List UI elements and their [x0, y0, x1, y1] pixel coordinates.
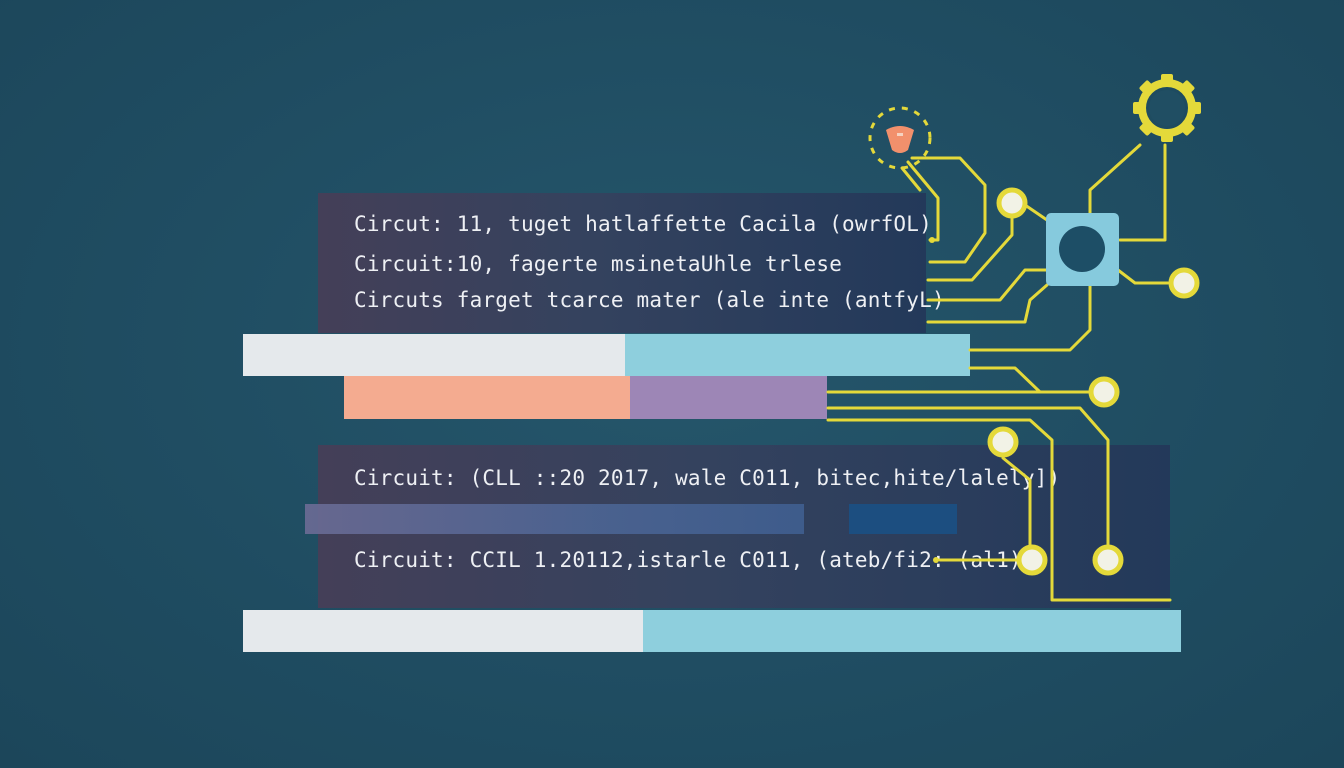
circuit-node [1092, 544, 1124, 576]
circuit-node [996, 187, 1028, 219]
navy-bar [849, 504, 957, 534]
circuit-node [1088, 376, 1120, 408]
gear-icon [1133, 74, 1201, 142]
salmon-bar [344, 376, 630, 419]
code-line-1: Circut: 11, tuget hatlaffette Cacila (ow… [354, 212, 932, 236]
purple-bar [630, 376, 827, 419]
code-panel-top [318, 193, 926, 333]
chip-icon [1046, 213, 1119, 286]
circuit-node [1016, 544, 1048, 576]
circuit-traces [826, 143, 1172, 602]
circuit-node [1168, 267, 1200, 299]
light-bar [243, 334, 625, 376]
circuit-dot [929, 237, 935, 243]
cyan-bar-bottom [643, 610, 1181, 652]
light-bar-bottom [243, 610, 643, 652]
indigo-bar [305, 504, 804, 534]
circuit-dot [933, 557, 939, 563]
code-line-4: Circuit: (CLL ::20 2017, wale C011, bite… [354, 466, 1061, 490]
code-line-3: Circuts farget tcarce mater (ale inte (a… [354, 288, 945, 312]
code-line-2: Circuit:10, fagerte msinetaUhle trlese [354, 252, 843, 276]
circuit-nodes [929, 187, 1200, 576]
code-line-5: Circuit: CCIL 1.20112,istarle C011, (ate… [354, 548, 1022, 572]
lightbulb-icon [868, 106, 932, 170]
circuit-node [987, 426, 1019, 458]
cyan-bar [625, 334, 970, 376]
